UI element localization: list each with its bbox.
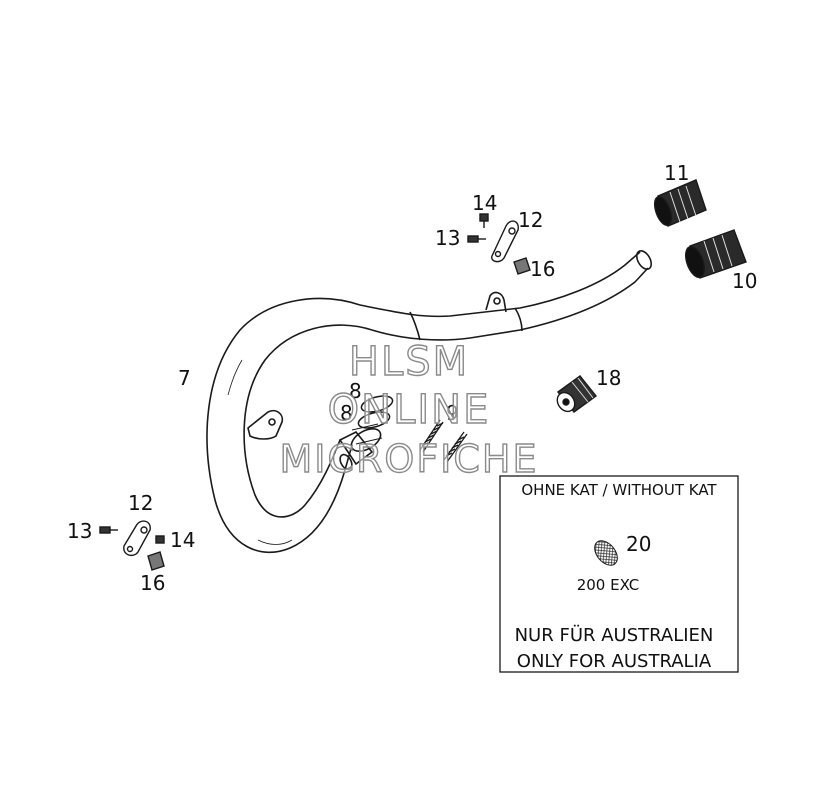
callout-12-lower: 12 [128, 491, 153, 515]
callout-9: 9 [446, 401, 459, 425]
callout-14-lower: 14 [170, 528, 195, 552]
callout-20: 20 [626, 532, 651, 556]
rubber-damper-18 [556, 375, 598, 413]
callout-8-lower: 8 [340, 401, 353, 425]
springs [419, 419, 468, 463]
callout-11: 11 [664, 161, 689, 185]
callout-7: 7 [178, 366, 191, 390]
australia-inset-box: OHNE KAT / WITHOUT KAT 20 200 EXC NUR FÜ… [499, 475, 739, 673]
rubber-sleeve-11 [653, 179, 707, 227]
bracket-assembly-upper [467, 213, 531, 275]
outlet-connector [338, 423, 383, 471]
callout-16-upper: 16 [530, 257, 555, 281]
catalyst-screen-icon [594, 540, 618, 566]
callout-12-upper: 12 [518, 208, 543, 232]
callout-14-upper: 14 [472, 191, 497, 215]
rubber-sleeve-10 [685, 229, 747, 279]
exhaust-pipe [206, 250, 653, 554]
inset-header: OHNE KAT / WITHOUT KAT [521, 481, 717, 499]
inset-note-de: NUR FÜR AUSTRALIEN [515, 624, 714, 646]
bracket-assembly-lower [99, 520, 165, 571]
callout-13-lower: 13 [67, 519, 92, 543]
inset-note-en: ONLY FOR AUSTRALIA [517, 651, 712, 672]
callout-16-lower: 16 [140, 571, 165, 595]
callout-10: 10 [732, 269, 757, 293]
callout-13-upper: 13 [435, 226, 460, 250]
callout-18: 18 [596, 366, 621, 390]
callout-labels: 7 8 8 9 10 11 12 13 14 16 12 13 14 16 18 [67, 161, 757, 595]
callout-8-upper: 8 [349, 379, 362, 403]
o-rings [357, 395, 394, 429]
inset-variant: 200 EXC [577, 576, 640, 594]
